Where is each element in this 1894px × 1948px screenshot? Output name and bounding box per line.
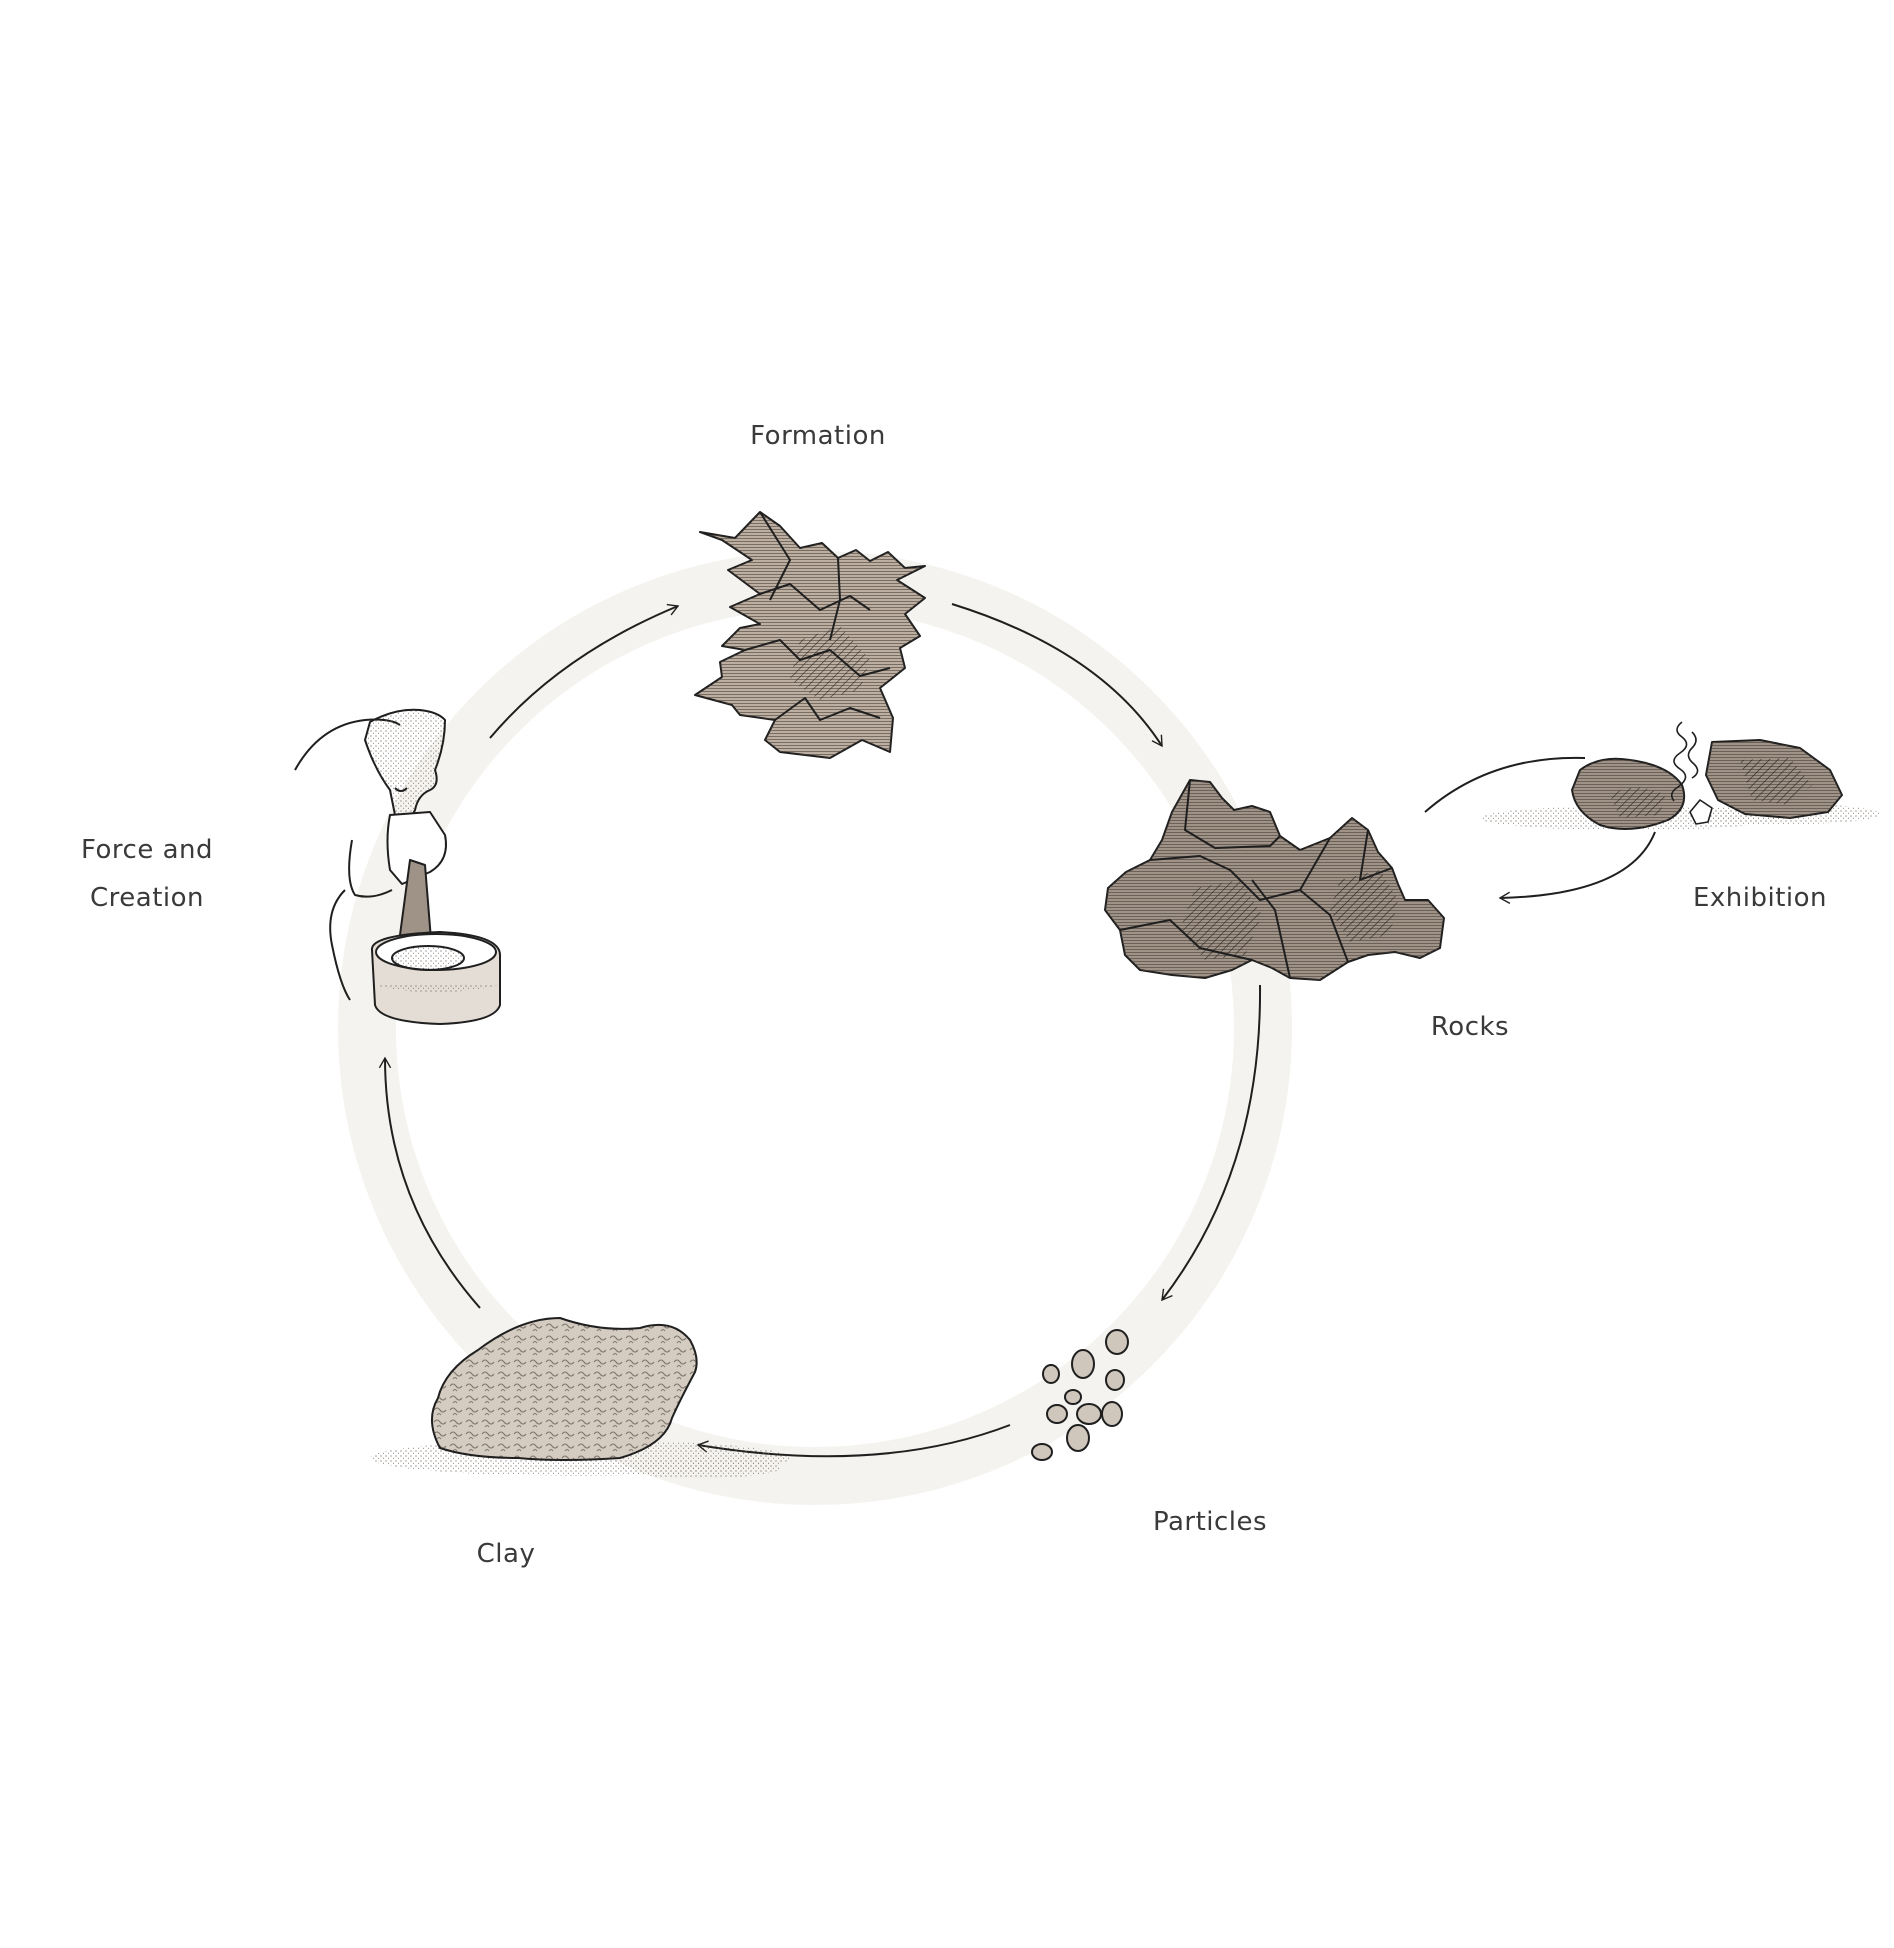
arrow-formation-to-rocks — [951, 603, 1163, 748]
label-force-line1: Force and — [80, 835, 214, 865]
arrow-force-to-formation — [489, 603, 680, 739]
label-rocks: Rocks — [1430, 1012, 1510, 1042]
force-and-creation-illustration — [294, 708, 501, 1025]
rocks-illustration — [1104, 779, 1445, 981]
label-particles: Particles — [1152, 1507, 1268, 1537]
label-exhibition: Exhibition — [1692, 883, 1828, 913]
label-force-line2: Creation — [89, 883, 205, 913]
formation-mountain-illustration — [694, 511, 926, 759]
clay-illustration — [370, 1317, 790, 1478]
arrow-clay-to-force — [378, 1056, 481, 1309]
particles-illustration — [1031, 1329, 1129, 1461]
label-formation: Formation — [750, 421, 886, 451]
arrow-rocks-to-exhibition — [1424, 756, 1586, 813]
label-clay: Clay — [476, 1539, 536, 1569]
arrow-exhibition-to-rocks — [1498, 831, 1656, 904]
exhibition-illustration — [1480, 721, 1880, 830]
arrow-rocks-to-particles — [1161, 984, 1262, 1302]
